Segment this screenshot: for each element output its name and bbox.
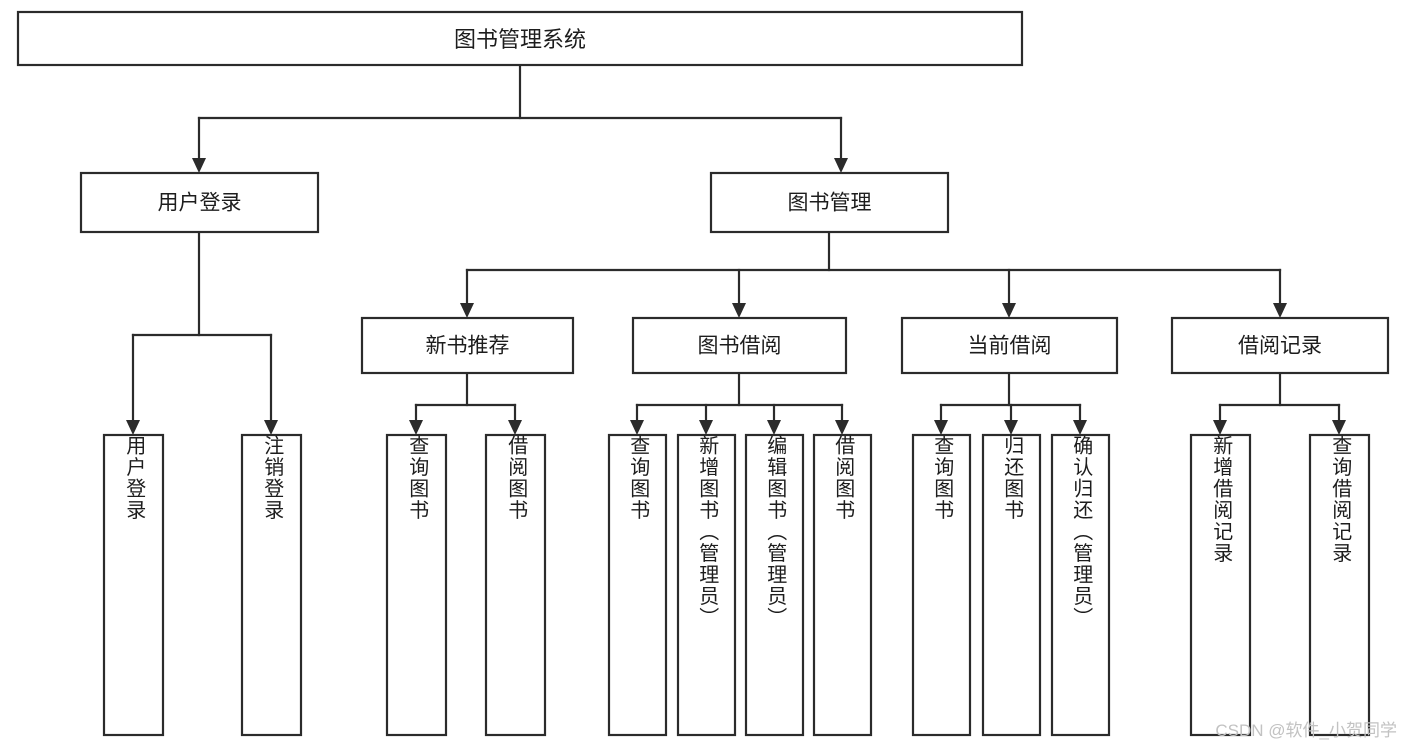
- leaf-node-box[interactable]: [240, 433, 303, 737]
- connector-newbook-to-leaves: [409, 371, 522, 435]
- connector-userlogin-to-leaves: [126, 230, 278, 435]
- node-new-book-recommend-label: 新书推荐: [426, 335, 510, 358]
- connector-root-to-level2: [192, 63, 848, 173]
- connector-bookmgmt-to-level3: [460, 230, 1287, 318]
- leaf-node-box[interactable]: [981, 433, 1042, 737]
- node-borrow-records-label: 借阅记录: [1238, 335, 1322, 358]
- leaf-node-box[interactable]: [102, 433, 165, 737]
- leaf-node-box[interactable]: [484, 433, 547, 737]
- connector-current-to-leaves: [934, 371, 1087, 435]
- leaf-node-box[interactable]: [744, 433, 805, 737]
- leaf-node-box[interactable]: [812, 433, 873, 737]
- leaf-node-box[interactable]: [607, 433, 668, 737]
- leaf-node-box[interactable]: [385, 433, 448, 737]
- leaf-node-box[interactable]: [911, 433, 972, 737]
- node-current-borrow[interactable]: 当前借阅: [900, 316, 1119, 375]
- leaf-node-box[interactable]: [676, 433, 737, 737]
- leaf-node-box[interactable]: [1050, 433, 1111, 737]
- node-book-management[interactable]: 图书管理: [709, 171, 950, 234]
- node-root-label: 图书管理系统: [454, 27, 586, 52]
- leaf-node-box[interactable]: [1189, 433, 1252, 737]
- node-root[interactable]: 图书管理系统: [16, 10, 1024, 67]
- connector-records-to-leaves: [1213, 371, 1346, 435]
- node-new-book-recommend[interactable]: 新书推荐: [360, 316, 575, 375]
- node-borrow-records[interactable]: 借阅记录: [1170, 316, 1390, 375]
- leaf-node-box[interactable]: [1308, 433, 1371, 737]
- node-current-borrow-label: 当前借阅: [968, 335, 1052, 358]
- connector-borrow-to-leaves: [630, 371, 849, 435]
- node-book-management-label: 图书管理: [788, 192, 872, 215]
- node-user-login[interactable]: 用户登录: [79, 171, 320, 234]
- node-book-borrow-label: 图书借阅: [698, 335, 782, 358]
- node-book-borrow[interactable]: 图书借阅: [631, 316, 848, 375]
- node-user-login-label: 用户登录: [158, 192, 242, 215]
